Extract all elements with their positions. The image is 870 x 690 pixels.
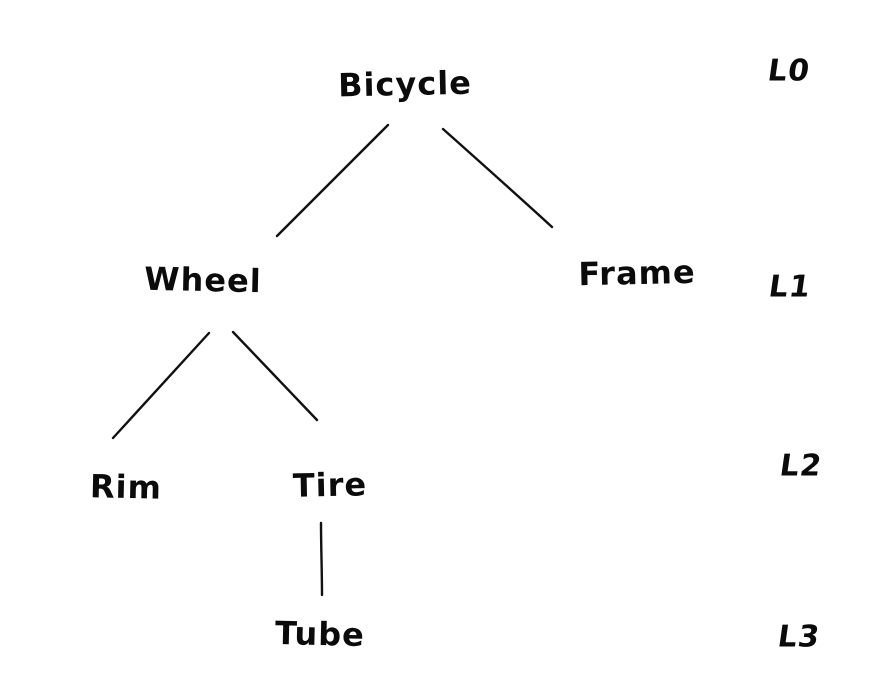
edge-tire-tube <box>319 521 324 597</box>
node-tire: Tire <box>292 465 368 505</box>
level-label-l0: L0 <box>765 53 813 89</box>
edge-wheel-rim <box>111 331 211 440</box>
node-wheel: Wheel <box>143 259 263 301</box>
node-frame: Frame <box>577 252 697 294</box>
level-label-l3: L3 <box>775 619 823 655</box>
node-bicycle: Bicycle <box>337 63 473 105</box>
edge-wheel-tire <box>231 330 319 422</box>
node-rim: Rim <box>89 467 163 507</box>
level-label-l2: L2 <box>777 448 825 484</box>
edge-bicycle-frame <box>441 127 554 229</box>
node-tube: Tube <box>274 614 366 654</box>
edge-bicycle-wheel <box>275 123 390 238</box>
level-label-l1: L1 <box>766 269 814 305</box>
